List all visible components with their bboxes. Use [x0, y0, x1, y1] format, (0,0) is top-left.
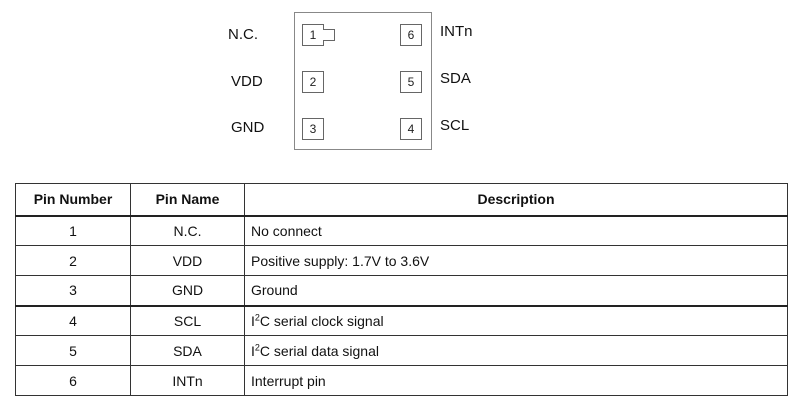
desc-text: Positive supply: 1.7V to 3.6V	[251, 252, 430, 269]
cell-pin-number: 6	[15, 365, 131, 396]
cell-pin-name: INTn	[130, 365, 245, 396]
pin-label-scl: SCL	[440, 117, 470, 134]
cell-pin-number: 3	[15, 275, 131, 306]
pad-5: 5	[400, 71, 422, 93]
desc-text: C serial clock signal	[259, 312, 384, 329]
table-header-row: Pin Number Pin Name Description	[15, 183, 788, 217]
header-pin-name: Pin Name	[130, 183, 245, 217]
pin1-marker	[323, 29, 335, 41]
header-pin-number: Pin Number	[15, 183, 131, 217]
cell-description: Positive supply: 1.7V to 3.6V	[244, 245, 788, 276]
cell-pin-number: 2	[15, 245, 131, 276]
header-description: Description	[244, 183, 788, 217]
desc-text: C serial data signal	[259, 342, 379, 359]
pin-label-nc: N.C.	[228, 26, 258, 43]
cell-description: I2C serial clock signal	[244, 304, 788, 336]
pad-3: 3	[302, 118, 324, 140]
pin-table: Pin Number Pin Name Description 1 N.C. N…	[15, 183, 788, 396]
pin-label-gnd: GND	[231, 119, 265, 136]
cell-pin-name: N.C.	[130, 215, 245, 246]
table-row: 3 GND Ground	[15, 275, 788, 306]
cell-description: Interrupt pin	[244, 365, 788, 396]
desc-text: No connect	[251, 222, 322, 239]
package-outline	[294, 12, 432, 150]
cell-pin-number: 1	[15, 215, 131, 246]
pin-label-sda: SDA	[440, 70, 471, 87]
cell-pin-name: SCL	[130, 304, 245, 336]
cell-pin-name: VDD	[130, 245, 245, 276]
cell-description: I2C serial data signal	[244, 335, 788, 366]
table-row: 4 SCL I2C serial clock signal	[15, 304, 788, 336]
cell-pin-name: SDA	[130, 335, 245, 366]
pad-2: 2	[302, 71, 324, 93]
pad-6: 6	[400, 24, 422, 46]
table-row: 2 VDD Positive supply: 1.7V to 3.6V	[15, 245, 788, 276]
desc-prefix: I	[251, 312, 255, 329]
desc-superscript: 2	[254, 312, 260, 323]
cell-pin-number: 5	[15, 335, 131, 366]
cell-description: No connect	[244, 215, 788, 246]
pin-label-intn: INTn	[440, 23, 473, 40]
desc-text: Interrupt pin	[251, 372, 326, 389]
cell-pin-name: GND	[130, 275, 245, 306]
table-row: 5 SDA I2C serial data signal	[15, 335, 788, 366]
cell-description: Ground	[244, 275, 788, 306]
pad-4: 4	[400, 118, 422, 140]
desc-prefix: I	[251, 342, 255, 359]
pad-1: 1	[302, 24, 324, 46]
desc-text: Ground	[251, 282, 298, 299]
desc-superscript: 2	[254, 341, 260, 352]
cell-pin-number: 4	[15, 304, 131, 336]
table-row: 6 INTn Interrupt pin	[15, 365, 788, 396]
pin-label-vdd: VDD	[231, 73, 263, 90]
table-row: 1 N.C. No connect	[15, 215, 788, 246]
